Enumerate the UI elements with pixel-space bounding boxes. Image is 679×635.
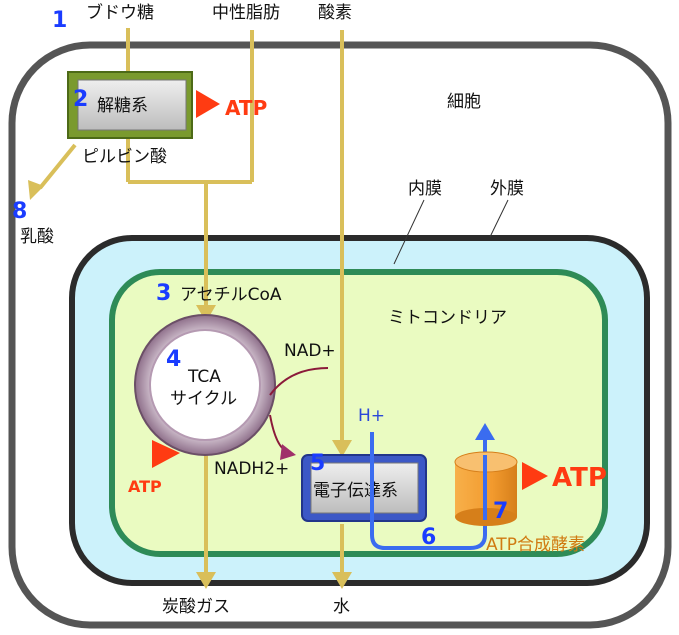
outer-membrane-pointer: [489, 199, 509, 238]
pyruvate-label: ピルビン酸: [82, 147, 167, 167]
step-8-number: 8: [12, 199, 27, 224]
lactate-label: 乳酸: [20, 227, 54, 247]
atp-arrow-tca: [152, 440, 180, 468]
step-1-number: 1: [52, 8, 67, 33]
atp-synthase-label: ATP合成酵素: [486, 535, 585, 555]
h-plus-label: H+: [358, 406, 385, 426]
inner-membrane-pointer: [393, 199, 425, 265]
co2-label: 炭酸ガス: [162, 597, 230, 617]
electron-transport-label: 電子伝達系: [313, 481, 398, 501]
step-2-number: 2: [73, 87, 88, 112]
water-label: 水: [333, 597, 350, 617]
tca-label: TCA: [187, 367, 221, 387]
tca-cycle-label: サイクル: [170, 389, 237, 409]
acetyl-coa-label: アセチルCoA: [180, 285, 282, 305]
nad-cycle-arrow: [269, 367, 329, 396]
inner-membrane-label: 内膜: [408, 179, 442, 199]
mitochondria-label: ミトコンドリア: [388, 308, 507, 328]
step-6-number: 6: [421, 525, 436, 550]
h-plus-text: H+: [358, 406, 385, 426]
fat-label: 中性脂肪: [212, 3, 280, 23]
nadh-label: NADH2+: [214, 459, 289, 479]
proton-arrowhead: [475, 423, 495, 440]
step-3-number: 3: [156, 281, 171, 306]
atp-label-glycolysis: ATP: [225, 96, 267, 120]
tca-cycle-core: [149, 329, 261, 441]
atp-arrow-synthase: [522, 462, 548, 490]
glycolysis-box: [67, 71, 193, 139]
cell-label: 細胞: [447, 92, 481, 112]
nadh-arrowhead: [280, 444, 296, 460]
atp-label-tca: ATP: [128, 477, 162, 496]
metabolic-flow-arrows: [38, 28, 344, 575]
electron-transport-box: [301, 454, 427, 522]
atp-arrow-glycolysis: [196, 90, 220, 118]
outer-membrane-label: 外膜: [490, 179, 524, 199]
step-5-number: 5: [310, 451, 325, 476]
nad-label: NAD+: [284, 341, 336, 361]
glycolysis-label: 解糖系: [97, 96, 148, 116]
oxygen-label: 酸素: [318, 3, 352, 23]
step-4-number: 4: [166, 347, 181, 372]
flow-arrowheads: [28, 180, 352, 589]
proton-flow-arrow: [370, 432, 487, 550]
atp-label-synthase: ATP: [552, 463, 607, 493]
step-7-number: 7: [493, 499, 508, 524]
glucose-label: ブドウ糖: [86, 2, 154, 23]
